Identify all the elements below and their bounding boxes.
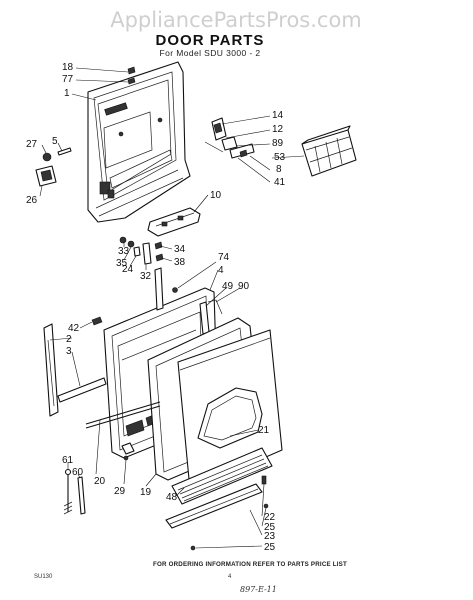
- hinge-small-parts: [119, 236, 164, 265]
- callout-18: 18: [62, 62, 74, 73]
- callout-48: 48: [166, 492, 178, 503]
- callout-29: 29: [114, 486, 126, 497]
- document-code: SU130: [34, 574, 53, 580]
- callout-60: 60: [72, 467, 84, 478]
- callout-22: 22: [264, 512, 276, 523]
- diagram-subtitle: For Model SDU 3000 - 2: [160, 48, 261, 58]
- callout-14: 14: [272, 110, 284, 121]
- diagram-title: DOOR PARTS: [156, 32, 265, 49]
- spring-cable-parts: [63, 468, 86, 515]
- callout-21: 21: [258, 425, 270, 436]
- callout-77: 77: [62, 74, 74, 85]
- callout-34: 34: [174, 244, 186, 255]
- callout-42: 42: [68, 323, 80, 334]
- callout-4: 4: [218, 265, 224, 276]
- callout-20: 20: [94, 476, 106, 487]
- callout-1: 1: [64, 88, 70, 99]
- latch-assembly: [204, 117, 255, 159]
- callout-2: 2: [66, 334, 72, 345]
- page-number: 4: [228, 574, 232, 580]
- callout-12: 12: [272, 124, 284, 135]
- callout-74: 74: [218, 252, 230, 263]
- callout-33: 33: [118, 246, 130, 257]
- callout-90: 90: [238, 281, 250, 292]
- callout-3: 3: [66, 346, 72, 357]
- handwritten-signature: 897-E-11: [240, 585, 277, 594]
- callout-25-upper: 25: [264, 522, 276, 533]
- leader-lines: [39, 67, 305, 549]
- callout-23: 23: [264, 531, 276, 542]
- callout-27: 27: [26, 139, 38, 150]
- callout-89: 89: [272, 138, 284, 149]
- callout-5: 5: [52, 136, 58, 147]
- callout-32: 32: [140, 271, 152, 282]
- callout-35: 35: [116, 258, 128, 269]
- callout-53: 53: [274, 152, 286, 163]
- top-clip-parts: [127, 66, 136, 85]
- dispenser-basket: [301, 125, 357, 177]
- hinge-bracket: [154, 267, 178, 311]
- watermark-text: AppliancePartsPros.com: [110, 8, 362, 32]
- callout-26: 26: [26, 195, 38, 206]
- left-knob-parts: [35, 147, 72, 187]
- callout-8: 8: [276, 164, 282, 175]
- callout-19: 19: [140, 487, 152, 498]
- callout-49: 49: [222, 281, 234, 292]
- callout-25-lower: 25: [264, 542, 276, 553]
- door-rod: [85, 401, 161, 461]
- callout-41: 41: [274, 177, 286, 188]
- callout-38: 38: [174, 257, 186, 268]
- side-rail-parts: [43, 316, 107, 417]
- callout-61: 61: [62, 455, 74, 466]
- callout-10: 10: [210, 190, 222, 201]
- callout-numbers: 18 77 1 27 5 26 14 12 89 53 8 41 10 33 3…: [26, 62, 286, 553]
- ordering-note: FOR ORDERING INFORMATION REFER TO PARTS …: [153, 561, 347, 568]
- door-handle: [147, 207, 201, 237]
- inner-door-panel: [87, 61, 191, 223]
- callout-24: 24: [122, 264, 134, 275]
